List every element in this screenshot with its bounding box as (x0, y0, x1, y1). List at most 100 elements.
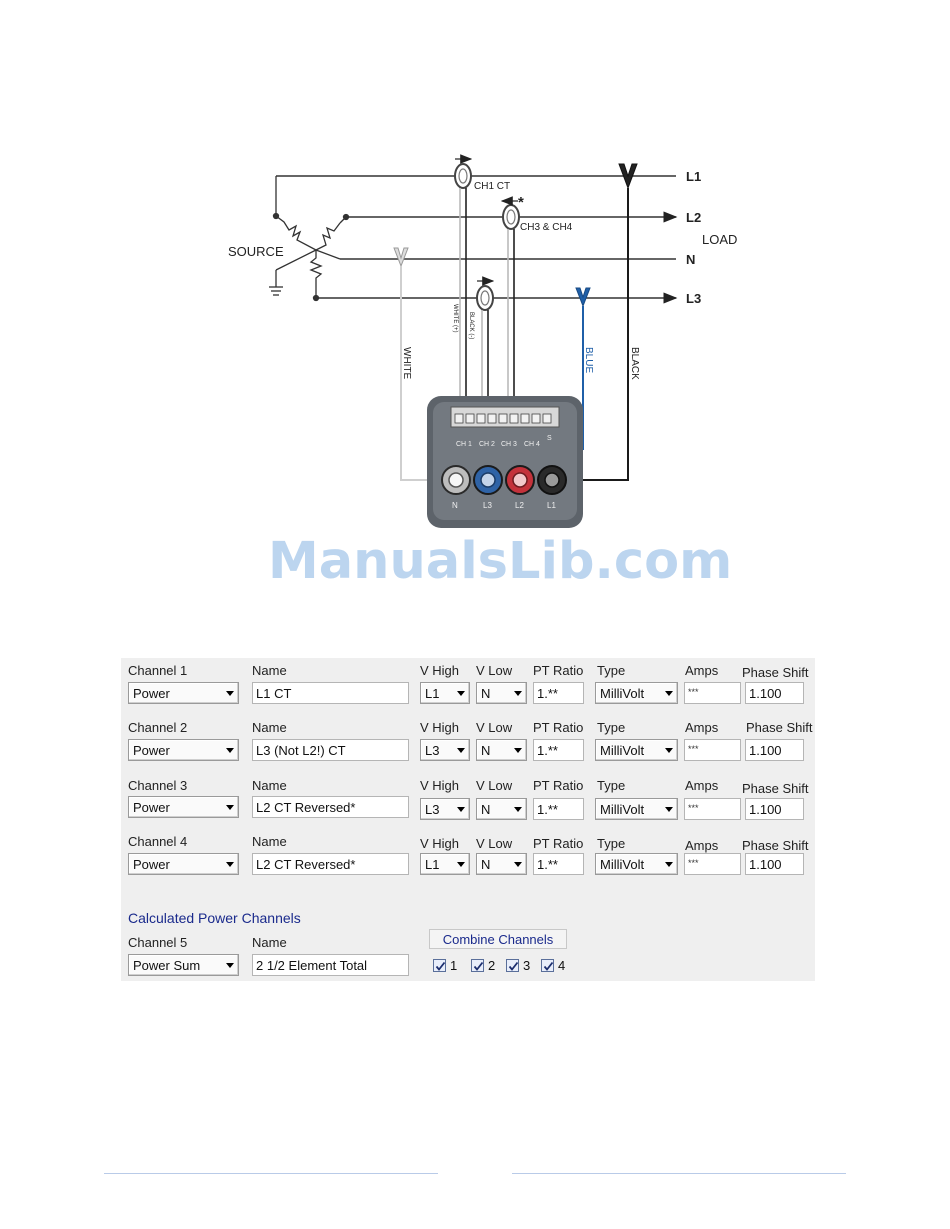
chevron-down-icon (665, 807, 673, 812)
terminal-label-ch4: CH 4 (524, 441, 540, 448)
channel-1-ptratio-input[interactable]: 1.** (533, 682, 584, 704)
chevron-down-icon (226, 748, 234, 753)
channel-3-mode-select[interactable]: Power (128, 796, 239, 818)
combine-channels-button[interactable]: Combine Channels (429, 929, 567, 949)
channel-4-ptratio-input[interactable]: 1.** (533, 853, 584, 875)
channel-4-name-input[interactable]: L2 CT Reversed* (252, 853, 409, 875)
wire-label-white: WHITE (401, 347, 412, 380)
chevron-down-icon (226, 805, 234, 810)
channel-1-phaseshift-header: Phase Shift (742, 665, 809, 680)
ct-ch1 (454, 154, 473, 189)
chevron-down-icon (665, 691, 673, 696)
channel-2-label: Channel 2 (128, 720, 188, 735)
terminal-label-ch2: CH 2 (479, 441, 495, 448)
channel-3-phaseshift-input[interactable]: 1.100 (745, 798, 804, 820)
channel-1-vhigh-value: L1 (425, 686, 440, 701)
terminal-label-s: S (547, 435, 552, 442)
channel-2-vlow-value: N (481, 743, 491, 758)
channel-3-vhigh-value: L3 (425, 802, 440, 817)
channel-4-phaseshift-header: Phase Shift (742, 838, 809, 853)
source-label: SOURCE (228, 244, 284, 259)
wire-label-black: BLACK (629, 347, 640, 380)
channel-4-vhigh-header: V High (420, 836, 460, 851)
channel-1-vhigh-select[interactable]: L1 (420, 682, 470, 704)
calculated-channels-title: Calculated Power Channels (128, 910, 301, 926)
channel-2-ptratio-input[interactable]: 1.** (533, 739, 584, 761)
channel-2-name-input[interactable]: L3 (Not L2!) CT (252, 739, 409, 761)
channel-2-mode-select[interactable]: Power (128, 739, 239, 761)
combine-channel-4-checkbox[interactable] (541, 959, 554, 972)
chevron-down-icon (457, 807, 465, 812)
channel-1-vhigh-header: V High (420, 663, 460, 678)
channel-2-type-select[interactable]: MilliVolt (595, 739, 678, 761)
channel-5-mode-select[interactable]: Power Sum (128, 954, 239, 976)
channel-5-name-input[interactable]: 2 1/2 Element Total (252, 954, 409, 976)
channel-1-amps-input[interactable]: *** (684, 682, 741, 704)
source-wye (269, 176, 350, 302)
channel-4-vlow-select[interactable]: N (476, 853, 527, 875)
combine-channel-4-label: 4 (558, 958, 566, 973)
terminal-label-ch3: CH 3 (501, 441, 517, 448)
channel-2-ptratio-header: PT Ratio (533, 720, 584, 735)
power-meter (427, 396, 583, 528)
channel-3-type-header: Type (597, 778, 626, 793)
channel-2-name-header: Name (252, 720, 287, 735)
channel-4-vhigh-select[interactable]: L1 (420, 853, 470, 875)
channel-2-vhigh-select[interactable]: L3 (420, 739, 470, 761)
channel-2-amps-input[interactable]: *** (684, 739, 741, 761)
combine-channel-3-checkbox[interactable] (506, 959, 519, 972)
chevron-down-icon (665, 748, 673, 753)
channel-2-type-header: Type (597, 720, 626, 735)
channel-2-vhigh-value: L3 (425, 743, 440, 758)
channel-3-mode-value: Power (133, 800, 170, 815)
channel-1-vlow-select[interactable]: N (476, 682, 527, 704)
channel-4-amps-input[interactable]: *** (684, 853, 741, 875)
jack-label-l3: L3 (483, 501, 492, 510)
terminal-label-ch1: CH 1 (456, 441, 472, 448)
channel-4-phaseshift-input[interactable]: 1.100 (745, 853, 804, 875)
channel-3-vlow-select[interactable]: N (476, 798, 527, 820)
combine-channel-2-label: 2 (488, 958, 496, 973)
channel-1-type-select[interactable]: MilliVolt (595, 682, 678, 704)
checkmark-icon (473, 961, 484, 971)
channel-1-mode-select[interactable]: Power (128, 682, 239, 704)
load-label: LOAD (702, 232, 737, 247)
channel-3-vlow-value: N (481, 802, 491, 817)
channel-1-ptratio-header: PT Ratio (533, 663, 584, 678)
channel-1-phaseshift-input[interactable]: 1.100 (745, 682, 804, 704)
channel-2-vlow-select[interactable]: N (476, 739, 527, 761)
channel-1-name-input[interactable]: L1 CT (252, 682, 409, 704)
chevron-down-icon (226, 963, 234, 968)
channel-4-vhigh-value: L1 (425, 857, 440, 872)
channel-3-name-input[interactable]: L2 CT Reversed* (252, 796, 409, 818)
channel-1-vlow-value: N (481, 686, 491, 701)
line-label-l3: L3 (686, 291, 701, 306)
channel-4-ptratio-header: PT Ratio (533, 836, 584, 851)
channel-2-phaseshift-input[interactable]: 1.100 (745, 739, 804, 761)
chevron-down-icon (457, 748, 465, 753)
channel-4-type-value: MilliVolt (600, 857, 645, 872)
channel-1-type-value: MilliVolt (600, 686, 645, 701)
channel-1-vlow-header: V Low (476, 663, 513, 678)
channel-2-amps-header: Amps (685, 720, 719, 735)
combine-channel-2-checkbox[interactable] (471, 959, 484, 972)
channel-4-mode-select[interactable]: Power (128, 853, 239, 875)
channel-4-type-select[interactable]: MilliVolt (595, 853, 678, 875)
channel-3-vhigh-select[interactable]: L3 (420, 798, 470, 820)
channel-3-type-value: MilliVolt (600, 802, 645, 817)
chevron-down-icon (226, 862, 234, 867)
channel-3-type-select[interactable]: MilliVolt (595, 798, 678, 820)
channel-3-amps-input[interactable]: *** (684, 798, 741, 820)
footer-rule-left (104, 1173, 438, 1174)
combine-channel-1-checkbox[interactable] (433, 959, 446, 972)
ct-ch34-label: CH3 & CH4 (520, 222, 573, 233)
channel-4-amps-header: Amps (685, 838, 719, 853)
watermark: ManualsLib.com (268, 532, 733, 591)
channel-4-type-header: Type (597, 836, 626, 851)
channel-1-mode-value: Power (133, 686, 170, 701)
chevron-down-icon (226, 691, 234, 696)
channel-4-vlow-header: V Low (476, 836, 513, 851)
channel-1-name-header: Name (252, 663, 287, 678)
channel-3-ptratio-input[interactable]: 1.** (533, 798, 584, 820)
chevron-down-icon (514, 807, 522, 812)
